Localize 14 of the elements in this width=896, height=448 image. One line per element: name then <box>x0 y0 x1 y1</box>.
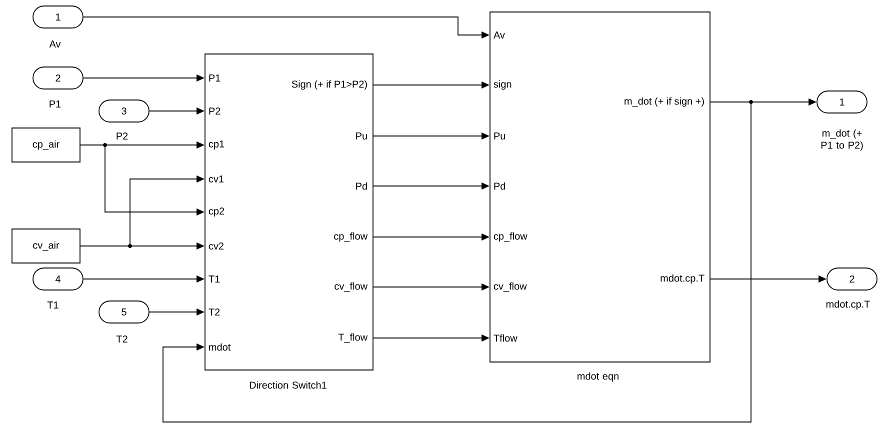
subsystem-block: Av sign Pu Pd cp_flow cv_flow Tflow m_dot (+ if sign +) mdot.cp.T <box>490 12 710 362</box>
block-label: P1 <box>50 100 61 108</box>
subsystem-block: P1 P2 cp1 cv1 cp2 cv2 T1 T2 mdot Sign (+ if P1>P2) Pu Pd cp_flow cv_flow T_flow <box>204 54 374 370</box>
block-label: Av <box>49 40 61 48</box>
block-label: mdot eqn <box>578 372 618 382</box>
signal-line <box>162 102 752 422</box>
constant-box: cv_air <box>12 228 80 264</box>
block-label: m_dot (+ P1 to P2) <box>821 129 863 151</box>
block-label: T1 <box>47 302 58 308</box>
block-label: mdot.cp.T <box>826 300 870 310</box>
block-label: P2 <box>116 132 128 140</box>
block-label: T2 <box>116 336 128 342</box>
block-label: Direction Switch1 <box>250 381 326 389</box>
constant-box: cp_air <box>12 128 80 162</box>
